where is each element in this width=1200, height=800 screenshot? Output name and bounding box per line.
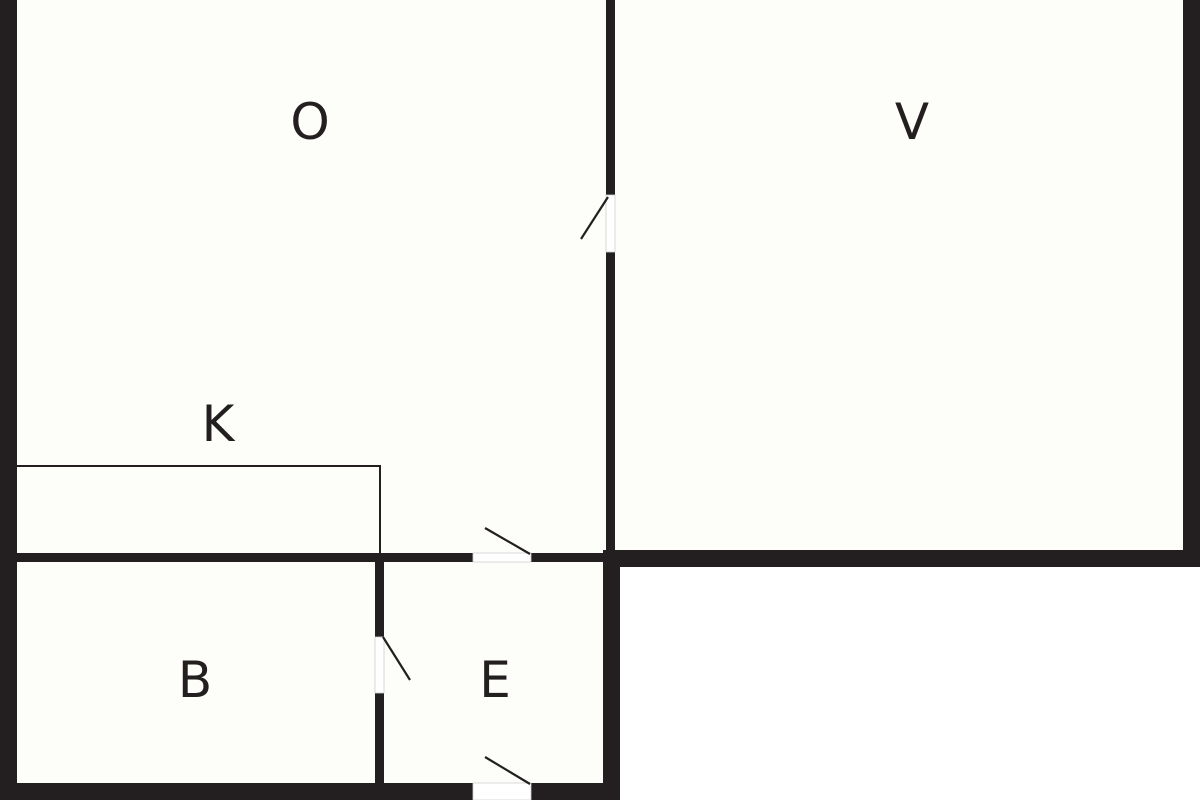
wall-b-e-upper [375,553,384,637]
door-leaf-icon [580,196,609,240]
floor-room-v [614,0,1184,552]
floor-room-e [384,562,603,784]
room-label-b: B [178,651,212,709]
door-leaf-icon [484,756,531,785]
door-b-e[interactable] [374,636,411,694]
door-leaf-icon [484,527,531,555]
wall-left-outer [0,0,17,800]
wall-bottom-left [0,783,473,800]
floor-areas [17,0,1184,784]
room-labels: O V K B E [178,93,929,709]
room-label-v: V [895,93,929,151]
door-o-e[interactable] [472,527,532,563]
wall-bottom-right [531,783,620,800]
door-o-v[interactable] [580,194,616,253]
wall-b-e-lower [375,693,384,785]
kitchen-counter-outline [17,465,381,553]
doors [374,194,616,800]
door-leaf-icon [382,636,411,681]
room-label-o: O [290,93,329,151]
wall-right-outer [1183,0,1200,567]
wall-o-e-right [531,553,611,562]
wall-o-b-left [0,553,473,562]
room-label-e: E [479,651,511,709]
room-label-k: K [202,395,236,453]
floor-room-b [17,562,376,784]
wall-bottom-v [603,550,1200,567]
wall-e-right [603,552,620,800]
door-entrance[interactable] [472,756,532,800]
wall-o-v-upper [606,0,615,195]
floor-room-o [17,0,607,556]
wall-o-v-lower [606,252,615,557]
